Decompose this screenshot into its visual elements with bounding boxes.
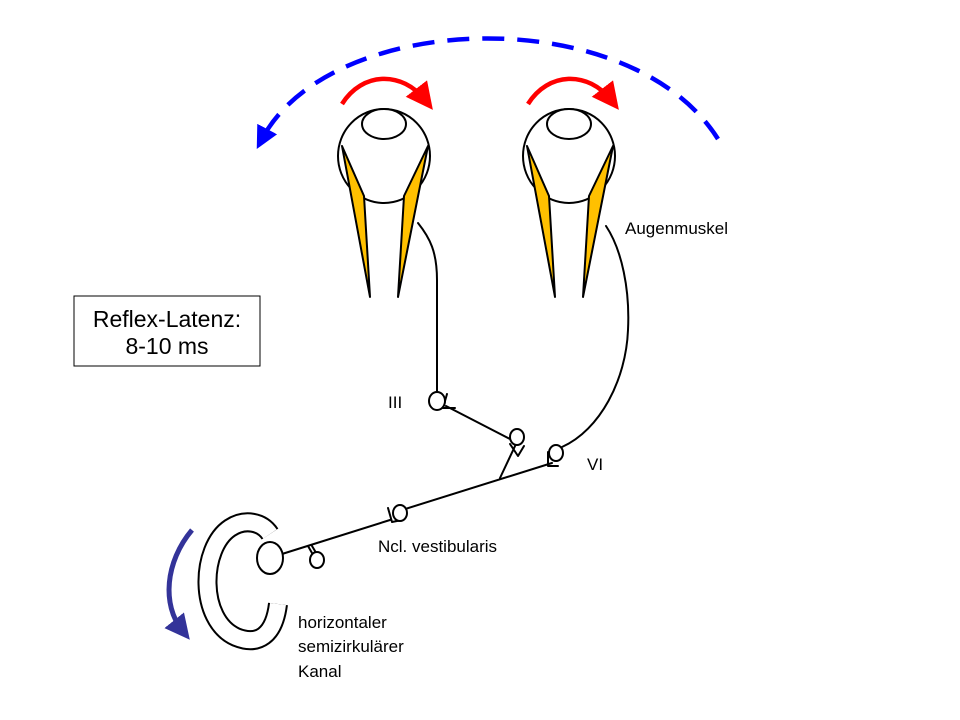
latency-label-line1: Reflex-Latenz: bbox=[93, 306, 241, 332]
oculomotor-nerve-to-left-eye bbox=[417, 222, 438, 393]
vestibular-nucleus-label: Ncl. vestibularis bbox=[378, 537, 497, 556]
abducens-nerve-to-right-eye bbox=[561, 225, 630, 448]
vestibular-neuron bbox=[392, 504, 408, 522]
latency-box bbox=[73, 295, 261, 367]
primary-afferent-axon bbox=[281, 519, 391, 555]
canal-label-line2: semizirkulärer bbox=[298, 637, 404, 656]
interneuron bbox=[509, 428, 525, 446]
canal-rotation-arrow bbox=[164, 528, 194, 640]
abducens-neuron bbox=[548, 444, 564, 462]
canal-label-line1: horizontaler bbox=[298, 613, 387, 632]
oculomotor-neuron bbox=[428, 391, 446, 411]
vestibular-output-axon bbox=[401, 462, 553, 511]
left-eye-rotation-arrow bbox=[340, 76, 433, 110]
synapse-terminal-interneuron bbox=[509, 443, 525, 457]
head-rotation-arrow bbox=[256, 36, 720, 149]
oculomotor-nucleus-label: III bbox=[388, 393, 402, 412]
right-cornea bbox=[546, 108, 592, 140]
left-cornea bbox=[361, 108, 407, 140]
canal-label-line3: Kanal bbox=[298, 662, 341, 681]
left-eye-lateral-muscle bbox=[397, 145, 429, 298]
canal-ampulla bbox=[256, 541, 284, 575]
left-eye bbox=[337, 108, 431, 298]
right-eye-medial-muscle bbox=[526, 145, 556, 298]
right-eye-rotation-arrow bbox=[526, 76, 619, 110]
synapse-terminal-vi bbox=[547, 451, 559, 467]
right-eye bbox=[522, 108, 616, 298]
vestibular-to-oculomotor-axon bbox=[445, 405, 513, 441]
latency-label-line2: 8-10 ms bbox=[125, 333, 208, 359]
horizontal-semicircular-canal-lumen bbox=[199, 514, 286, 649]
muscle-label: Augenmuskel bbox=[625, 219, 728, 238]
left-eye-medial-muscle bbox=[341, 145, 371, 298]
abducens-nucleus-label: VI bbox=[587, 455, 603, 474]
right-eye-lateral-muscle bbox=[582, 145, 614, 298]
afferent-side-neuron bbox=[309, 551, 325, 569]
